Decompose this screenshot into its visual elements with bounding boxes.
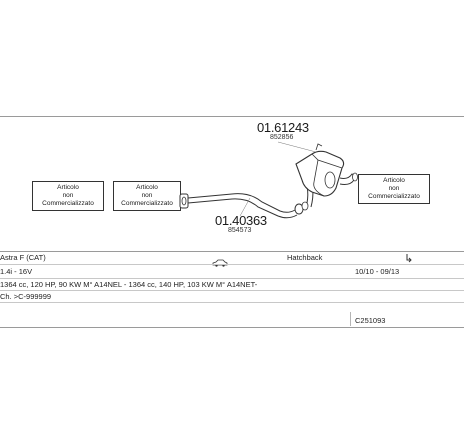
- not-sold-label: Commercializzato: [42, 200, 94, 207]
- not-sold-box-tailpipe: Articolo non Commercializzato: [358, 174, 430, 204]
- pipe-clamp: [294, 201, 309, 215]
- production-date-range: 10/10 - 09/13: [355, 267, 400, 276]
- not-sold-box-front: Articolo non Commercializzato: [32, 181, 104, 211]
- not-sold-label: non: [141, 192, 153, 199]
- rear-silencer: [295, 143, 345, 197]
- part-subcode-middle-pipe: 854573: [228, 227, 252, 234]
- diagram-top-border: [0, 116, 464, 117]
- table-row-divider: [0, 278, 464, 279]
- table-top-border: [0, 251, 464, 252]
- not-sold-label: Articolo: [57, 184, 79, 191]
- middle-pipe: [187, 193, 298, 219]
- pipe-flange: [179, 193, 189, 209]
- not-sold-label: Articolo: [383, 177, 405, 184]
- pipe-connector-icon: [404, 252, 414, 270]
- part-number-silencer[interactable]: 01.61243: [257, 120, 309, 135]
- not-sold-label: Commercializzato: [368, 193, 420, 200]
- table-cell-divider: [350, 312, 351, 326]
- not-sold-label: Articolo: [136, 184, 158, 191]
- not-sold-box-cat: Articolo non Commercializzato: [113, 181, 181, 211]
- table-row-divider: [0, 302, 464, 303]
- car-side-icon: [212, 254, 228, 272]
- engine-type: 1.4i - 16V: [0, 267, 33, 276]
- body-type: Hatchback: [287, 253, 323, 262]
- not-sold-label: non: [388, 185, 400, 192]
- catalog-code: C251093: [355, 316, 386, 325]
- table-bottom-border: [0, 327, 464, 328]
- vehicle-model: Astra F (CAT): [0, 253, 46, 262]
- part-number-middle-pipe[interactable]: 01.40363: [215, 213, 267, 228]
- not-sold-label: non: [62, 192, 74, 199]
- not-sold-label: Commercializzato: [121, 200, 173, 207]
- table-row-divider: [0, 290, 464, 291]
- engine-details: 1364 cc, 120 HP, 90 KW M° A14NEL - 1364 …: [0, 280, 258, 289]
- exhaust-diagram-drawing: [179, 141, 358, 219]
- tailpipe: [339, 172, 358, 185]
- table-row-divider: [0, 264, 464, 265]
- leader-line: [239, 197, 251, 217]
- leader-line: [277, 141, 317, 153]
- chassis-number: Ch. >C-999999: [0, 292, 52, 301]
- part-subcode-silencer: 852856: [270, 134, 294, 141]
